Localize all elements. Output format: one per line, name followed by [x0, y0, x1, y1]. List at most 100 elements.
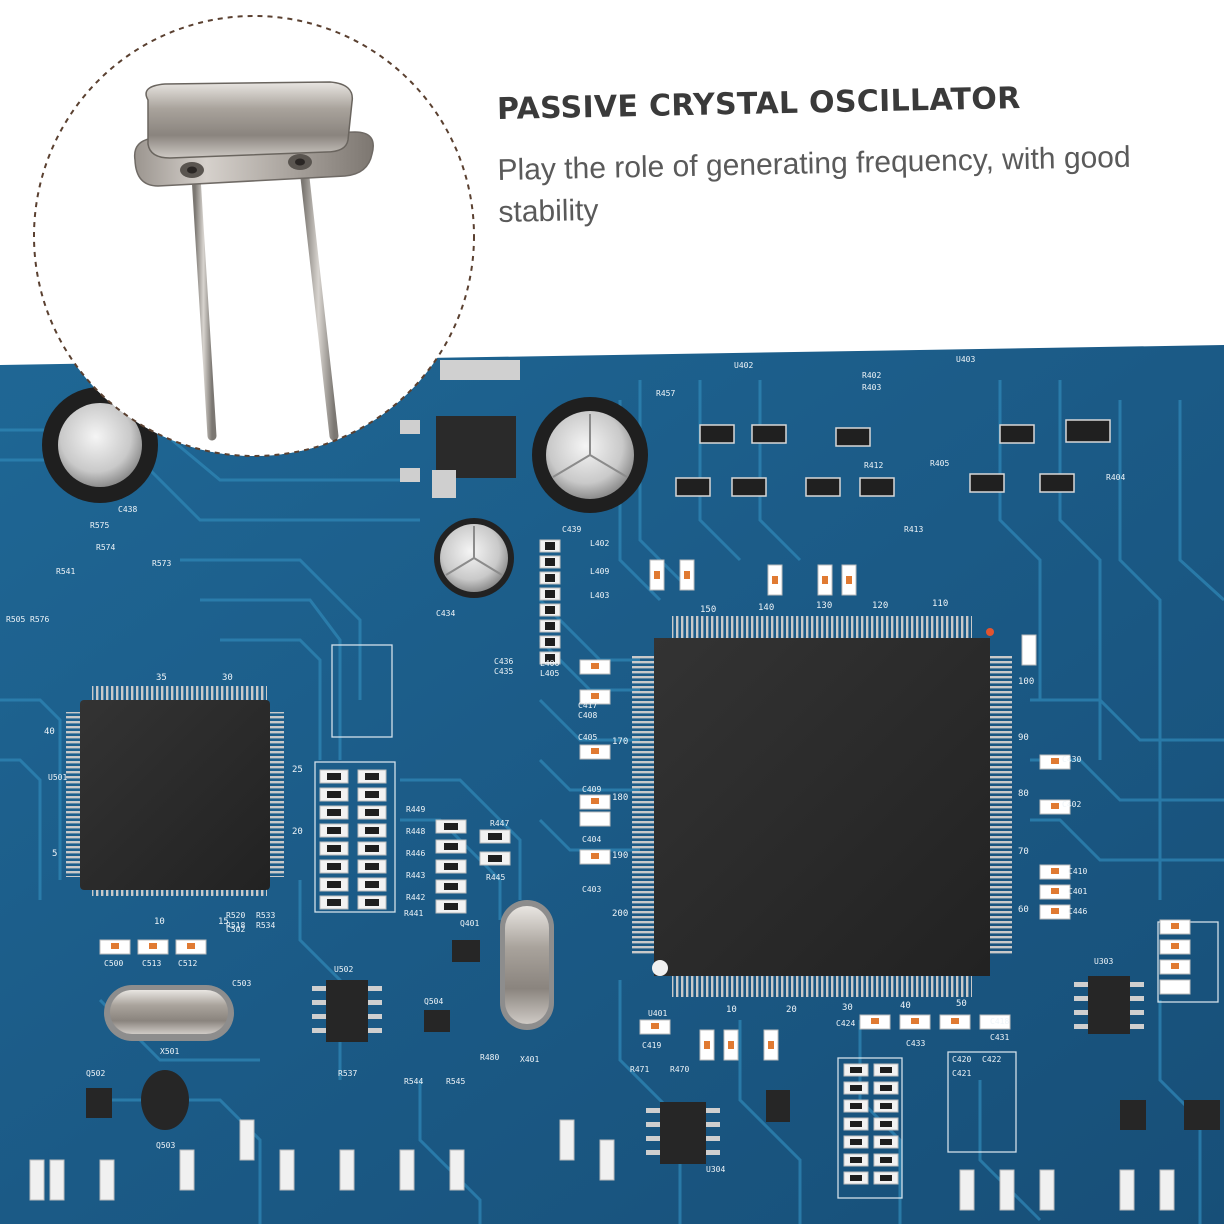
silk-label: R443 — [406, 871, 425, 880]
pin-number: 130 — [816, 601, 832, 611]
silk-label: R537 — [338, 1069, 357, 1078]
silk-label: Q503 — [156, 1141, 175, 1150]
silk-label: C410 — [1068, 867, 1087, 876]
voltage-regulator — [400, 360, 520, 498]
silk-label: C419 — [642, 1041, 661, 1050]
silk-label: R448 — [406, 827, 425, 836]
crystal-oscillator-icon — [133, 81, 374, 441]
main-processor-chip — [632, 616, 1012, 997]
silk-label: C403 — [582, 885, 601, 894]
pin-number: 20 — [292, 827, 303, 837]
silk-label: R449 — [406, 805, 425, 814]
silkscreen-text: C438 C439 C434 C405 C409 C404 C403 C402 … — [6, 355, 1125, 1174]
silk-label: U402 — [734, 361, 753, 370]
silk-label: U304 — [706, 1165, 725, 1174]
silk-label: C439 — [562, 525, 581, 534]
pin-number: 100 — [1018, 677, 1034, 687]
silk-label: R445 — [486, 873, 505, 882]
pin-number: 30 — [842, 1003, 853, 1013]
silk-label: C513 — [142, 959, 161, 968]
silk-label: L402 — [590, 539, 609, 548]
silk-label: R576 — [30, 615, 49, 624]
silk-label: C402 — [1062, 800, 1081, 809]
silk-label: C418 — [990, 1017, 1009, 1026]
silk-label: C408 — [578, 711, 597, 720]
secondary-chip — [66, 686, 284, 896]
silk-label: R533 — [256, 911, 275, 920]
silk-label: C409 — [582, 785, 601, 794]
silk-label: C424 — [836, 1019, 855, 1028]
pin-number: 190 — [612, 851, 628, 861]
silk-label: C404 — [582, 835, 601, 844]
pin-number: 110 — [932, 599, 948, 609]
silk-label: R413 — [904, 525, 923, 534]
pin-number: 60 — [1018, 905, 1029, 915]
silk-label: C435 — [494, 667, 513, 676]
silk-label: L405 — [540, 669, 559, 678]
board-crystals — [104, 900, 554, 1041]
silk-label: C500 — [104, 959, 123, 968]
pin-number: 35 — [156, 673, 167, 683]
smd-components — [29, 419, 1191, 1211]
pin-number: 20 — [786, 1005, 797, 1015]
silk-label: C438 — [118, 505, 137, 514]
silk-label: C401 — [1068, 887, 1087, 896]
silk-label: C430 — [1062, 755, 1081, 764]
silk-label: R403 — [862, 383, 881, 392]
pin-number: 10 — [154, 917, 165, 927]
silk-label: C417 — [578, 701, 597, 710]
silk-label: R441 — [404, 909, 423, 918]
transistors — [86, 940, 1220, 1130]
pin-number: 90 — [1018, 733, 1029, 743]
pin-number: 5 — [52, 849, 57, 859]
silk-label: R534 — [256, 921, 275, 930]
silk-label: C512 — [178, 959, 197, 968]
silk-label: C502 — [226, 925, 245, 934]
silk-label: R471 — [630, 1065, 649, 1074]
silk-label: R545 — [446, 1077, 465, 1086]
silk-label: R405 — [930, 459, 949, 468]
silk-label: U403 — [956, 355, 975, 364]
silk-label: C434 — [436, 609, 455, 618]
silk-label: C405 — [578, 733, 597, 742]
silk-label: C436 — [494, 657, 513, 666]
silk-label: R470 — [670, 1065, 689, 1074]
silk-label: R404 — [1106, 473, 1125, 482]
silk-label: R412 — [864, 461, 883, 470]
pin-number: 140 — [758, 603, 774, 613]
silk-label: R575 — [90, 521, 109, 530]
pin-numbers: 35 30 40 25 20 5 10 15 150 140 130 120 1… — [44, 599, 1034, 1015]
pin-number: 70 — [1018, 847, 1029, 857]
silk-label: R541 — [56, 567, 75, 576]
electrolytic-capacitors — [42, 387, 648, 598]
silk-label: R457 — [656, 389, 675, 398]
silk-label: U502 — [334, 965, 353, 974]
silk-label: R402 — [862, 371, 881, 380]
silk-label: X501 — [160, 1047, 179, 1056]
pcb-board: C438 C439 C434 C405 C409 C404 C403 C402 … — [0, 345, 1224, 1224]
silk-label: R480 — [480, 1053, 499, 1062]
silk-label: C422 — [982, 1055, 1001, 1064]
silk-label: C431 — [990, 1033, 1009, 1042]
silk-label: R574 — [96, 543, 115, 552]
silk-label: C420 — [952, 1055, 971, 1064]
pin-number: 120 — [872, 601, 888, 611]
silk-label: R446 — [406, 849, 425, 858]
pin-number: 40 — [900, 1001, 911, 1011]
crystal-inset — [33, 15, 475, 457]
pin-number: 10 — [726, 1005, 737, 1015]
silk-label: R544 — [404, 1077, 423, 1086]
pin-number: 170 — [612, 737, 628, 747]
soic-chips — [312, 976, 1144, 1164]
silk-label: L409 — [590, 567, 609, 576]
silk-label: Q502 — [86, 1069, 105, 1078]
silk-label: Q401 — [460, 919, 479, 928]
silk-label: R442 — [406, 893, 425, 902]
pin-number: 50 — [956, 999, 967, 1009]
pin-number: 40 — [44, 727, 55, 737]
pin-number: 80 — [1018, 789, 1029, 799]
pin-number: 30 — [222, 673, 233, 683]
silk-label: C446 — [1068, 907, 1087, 916]
silk-label: U401 — [648, 1009, 667, 1018]
silk-label: U303 — [1094, 957, 1113, 966]
